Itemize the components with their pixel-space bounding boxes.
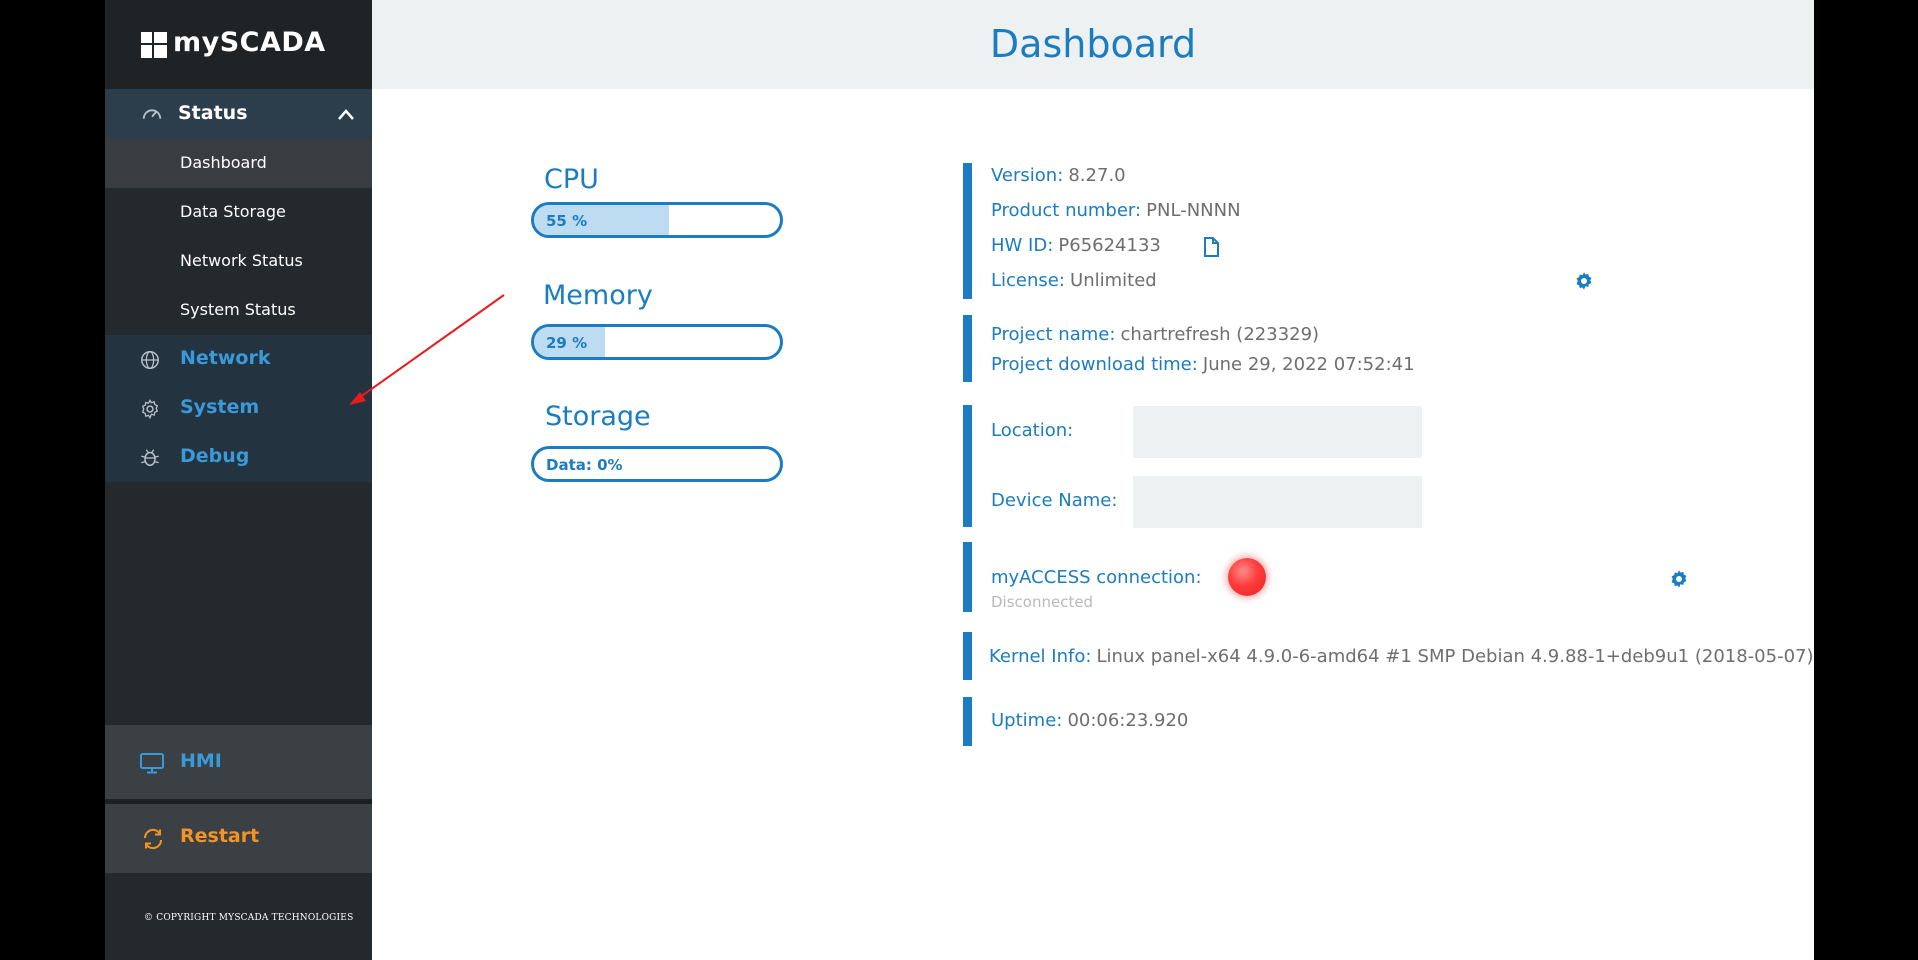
version-value: 8.27.0: [1068, 165, 1126, 186]
nav-section-network[interactable]: Network: [105, 335, 372, 384]
hwid-line: HW ID: P65624133: [991, 235, 1161, 256]
version-label: Version:: [991, 165, 1064, 186]
sidebar: mySCADA Status Dashboard Data Storage Ne…: [105, 0, 372, 960]
nav-section-debug[interactable]: Debug: [105, 433, 372, 482]
location-label: Location:: [991, 420, 1074, 441]
sidebar-item-network-status[interactable]: Network Status: [105, 237, 372, 286]
copy-document-icon[interactable]: [1203, 237, 1219, 257]
cpu-gauge: 55 %: [531, 202, 783, 238]
memory-gauge: 29 %: [531, 324, 783, 360]
kernel-value: Linux panel-x64 4.9.0-6-amd64 #1 SMP Deb…: [1096, 646, 1814, 667]
main-content: Dashboard CPU 55 % Memory 29 % Storage D…: [372, 0, 1814, 960]
bug-icon: [141, 449, 159, 467]
nav-section-status-label: Status: [178, 102, 248, 124]
storage-gauge-text: Data: 0%: [546, 456, 623, 474]
nav-section-system-label: System: [180, 396, 260, 418]
sidebar-item-label: Network Status: [180, 251, 303, 270]
hwid-value: P65624133: [1058, 235, 1161, 256]
speedometer-icon: [142, 109, 162, 119]
sidebar-item-data-storage[interactable]: Data Storage: [105, 188, 372, 237]
hwid-label: HW ID:: [991, 235, 1054, 256]
sidebar-item-label: System Status: [180, 300, 296, 319]
product-label: Product number:: [991, 200, 1142, 221]
page-title: Dashboard: [989, 22, 1197, 66]
project-name-label: Project name:: [991, 324, 1116, 345]
copyright-text: © COPYRIGHT MYSCADA TECHNOLOGIES: [144, 913, 354, 923]
nav-section-system[interactable]: System: [105, 384, 372, 433]
connection-status-indicator: [1228, 558, 1266, 596]
chevron-up-icon[interactable]: [336, 105, 356, 125]
nav-section-network-label: Network: [180, 347, 271, 369]
refresh-icon: [143, 828, 163, 850]
project-name-line: Project name: chartrefresh (223329): [991, 324, 1319, 345]
download-time-label: Project download time:: [991, 354, 1198, 375]
license-value: Unlimited: [1070, 270, 1157, 291]
nav-section-debug-label: Debug: [180, 445, 250, 467]
sidebar-item-dashboard[interactable]: Dashboard: [105, 139, 372, 188]
cpu-title: CPU: [544, 164, 599, 195]
myaccess-settings-gear-icon[interactable]: [1669, 569, 1689, 589]
globe-icon: [141, 351, 159, 369]
location-line: Location:: [991, 420, 1073, 441]
license-line: License: Unlimited: [991, 270, 1157, 291]
product-line: Product number: PNL-NNNN: [991, 200, 1241, 221]
logo-mark-icon: [141, 32, 167, 58]
uptime-value: 00:06:23.920: [1067, 710, 1189, 731]
device-name-field[interactable]: [1133, 476, 1422, 528]
restart-label: Restart: [180, 825, 260, 847]
license-label: License:: [991, 270, 1065, 291]
myaccess-line: myACCESS connection:: [991, 567, 1202, 588]
info-bar: [963, 632, 972, 680]
divider: [105, 799, 372, 804]
uptime-line: Uptime: 00:06:23.920: [991, 710, 1188, 731]
info-bar: [963, 405, 972, 527]
cpu-gauge-fill: [534, 205, 670, 235]
nav-section-status[interactable]: Status: [105, 89, 372, 139]
download-time-value: June 29, 2022 07:52:41: [1202, 354, 1415, 375]
brand-logo[interactable]: mySCADA: [105, 0, 372, 89]
kernel-label: Kernel Info:: [989, 646, 1092, 667]
gear-icon: [141, 398, 159, 420]
restart-button[interactable]: Restart: [105, 804, 372, 873]
info-bar: [963, 163, 972, 299]
info-bar: [963, 542, 972, 612]
cpu-gauge-text: 55 %: [546, 212, 588, 230]
page-header: Dashboard: [372, 0, 1814, 89]
device-name-label: Device Name:: [991, 490, 1118, 511]
sidebar-item-label: Data Storage: [180, 202, 286, 221]
sidebar-item-system-status[interactable]: System Status: [105, 286, 372, 335]
connection-status-text: Disconnected: [991, 593, 1094, 611]
myaccess-label: myACCESS connection:: [991, 567, 1202, 588]
device-name-line: Device Name:: [991, 490, 1117, 511]
hmi-button[interactable]: HMI: [105, 725, 372, 799]
memory-gauge-text: 29 %: [546, 334, 588, 352]
version-line: Version: 8.27.0: [991, 165, 1126, 186]
location-field[interactable]: [1133, 406, 1422, 458]
project-name-value: chartrefresh (223329): [1120, 324, 1320, 345]
product-value: PNL-NNNN: [1146, 200, 1241, 221]
storage-title: Storage: [545, 401, 651, 432]
brand-name: mySCADA: [173, 27, 326, 58]
memory-gauge-fill: [534, 327, 606, 357]
storage-gauge: Data: 0%: [531, 446, 783, 482]
license-settings-gear-icon[interactable]: [1574, 271, 1594, 291]
hmi-label: HMI: [180, 750, 222, 772]
memory-title: Memory: [543, 280, 653, 311]
info-bar: [963, 315, 972, 382]
kernel-line: Kernel Info: Linux panel-x64 4.9.0-6-amd…: [989, 646, 1814, 667]
uptime-label: Uptime:: [991, 710, 1063, 731]
download-time-line: Project download time: June 29, 2022 07:…: [991, 354, 1415, 375]
sidebar-item-label: Dashboard: [180, 153, 267, 172]
monitor-icon: [140, 753, 164, 774]
info-bar: [963, 697, 972, 746]
